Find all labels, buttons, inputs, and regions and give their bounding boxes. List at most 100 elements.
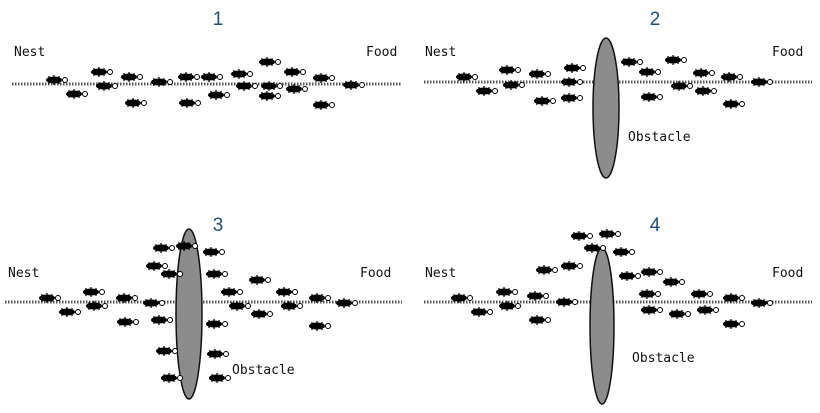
ant-icon: [721, 72, 743, 82]
ant-icon: [259, 91, 281, 101]
panel-number: 3: [212, 215, 224, 236]
ant-icon: [561, 261, 583, 271]
ant-icon: [665, 55, 687, 65]
ant-icon: [161, 269, 183, 279]
food-label: Food: [360, 266, 392, 281]
ant-icon: [751, 77, 773, 87]
ant-icon: [151, 77, 173, 87]
ant-icon: [201, 72, 223, 82]
nest-label: Nest: [425, 266, 457, 281]
ant-icon: [96, 81, 118, 91]
panel-1-drawing: [12, 57, 402, 110]
obstacle-shape: [589, 247, 615, 405]
ant-icon: [639, 67, 661, 77]
ant-icon: [561, 93, 583, 103]
ant-icon: [153, 243, 175, 253]
ant-icon: [471, 307, 493, 317]
obstacle-shape: [175, 228, 203, 400]
nest-label: Nest: [8, 266, 40, 281]
ant-icon: [231, 69, 253, 79]
ant-icon: [116, 293, 138, 303]
ant-icon: [46, 75, 68, 85]
panel-3-drawing: [5, 228, 402, 400]
ant-icon: [143, 298, 165, 308]
ant-icon: [229, 301, 251, 311]
ant-icon: [697, 305, 719, 315]
ant-icon: [723, 293, 745, 303]
ant-group: [456, 55, 773, 109]
ant-icon: [39, 293, 61, 303]
ant-icon: [207, 349, 229, 359]
obstacle-label: Obstacle: [632, 351, 695, 366]
ant-icon: [751, 298, 773, 308]
ant-icon: [476, 86, 498, 96]
ant-icon: [86, 301, 108, 311]
ant-icon: [527, 291, 549, 301]
ant-icon: [313, 100, 335, 110]
ant-icon: [179, 98, 201, 108]
ant-icon: [451, 293, 473, 303]
ant-icon: [499, 65, 521, 75]
ant-icon: [309, 321, 331, 331]
ant-icon: [584, 243, 606, 253]
ant-icon: [313, 73, 335, 83]
ant-icon: [146, 261, 168, 271]
panel-2: 2 Nest Food Obstacle: [410, 0, 820, 206]
ant-icon: [639, 289, 661, 299]
ant-icon: [669, 309, 691, 319]
ant-icon: [121, 72, 143, 82]
ant-group: [46, 57, 365, 110]
ant-icon: [641, 305, 663, 315]
ant-icon: [336, 298, 358, 308]
ant-icon: [91, 67, 113, 77]
ant-icon: [564, 63, 586, 73]
ant-icon: [503, 80, 525, 90]
ant-icon: [619, 271, 641, 281]
ant-icon: [276, 287, 298, 297]
ant-icon: [221, 287, 243, 297]
nest-label: Nest: [14, 45, 46, 60]
ant-group: [451, 229, 773, 329]
ant-icon: [208, 90, 230, 100]
panel-3: 3 Nest Food Obstacle: [0, 206, 410, 412]
ant-icon: [534, 96, 556, 106]
ant-icon: [456, 72, 478, 82]
ant-icon: [621, 57, 643, 67]
food-label: Food: [366, 45, 398, 60]
ant-icon: [613, 247, 635, 257]
panel-1: 1 Nest Food: [0, 0, 410, 206]
panel-number: 2: [649, 9, 661, 30]
ant-icon: [176, 241, 198, 251]
ant-icon: [556, 297, 578, 307]
ant-icon: [161, 373, 183, 383]
ant-icon: [695, 86, 717, 96]
ant-icon: [663, 277, 685, 287]
food-label: Food: [772, 45, 804, 60]
ant-icon: [536, 265, 558, 275]
ant-icon: [261, 81, 283, 91]
ant-icon: [286, 84, 308, 94]
ant-icon: [671, 81, 693, 91]
obstacle-label: Obstacle: [628, 130, 691, 145]
ant-icon: [281, 301, 303, 311]
ant-icon: [249, 275, 271, 285]
ant-icon: [206, 319, 228, 329]
ant-icon: [529, 69, 551, 79]
ant-icon: [691, 289, 713, 299]
panel-2-drawing: [424, 37, 812, 179]
ant-icon: [206, 269, 228, 279]
ant-icon: [156, 346, 178, 356]
ant-icon: [496, 287, 518, 297]
ant-icon: [151, 315, 173, 325]
ant-icon: [723, 99, 745, 109]
panel-4: 4 Nest Food Obstacle: [410, 206, 820, 412]
ant-group: [39, 241, 358, 383]
ant-icon: [178, 72, 200, 82]
ant-icon: [641, 92, 663, 102]
ant-icon: [561, 77, 583, 87]
panel-number: 4: [649, 215, 661, 236]
panel-4-drawing: [424, 229, 812, 405]
ant-icon: [284, 67, 306, 77]
ant-icon: [599, 229, 621, 239]
